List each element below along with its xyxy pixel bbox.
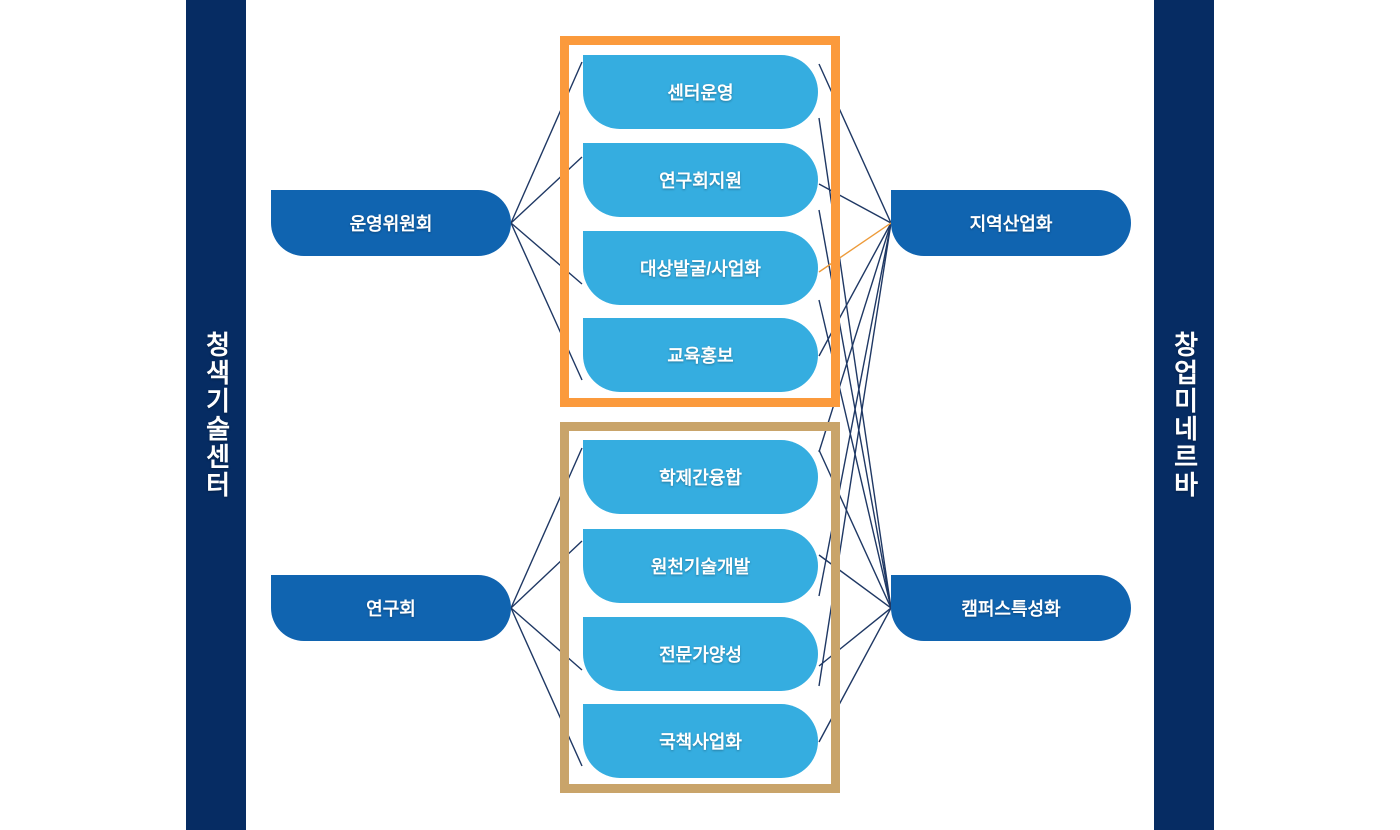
node-research-society-label: 연구회 — [366, 599, 416, 619]
node-campus-specialization[interactable]: 캠퍼스특성화 — [891, 575, 1131, 641]
node-target-discovery[interactable]: 대상발굴/사업화 — [583, 231, 818, 305]
node-operating-committee[interactable]: 운영위원회 — [271, 190, 511, 256]
group-frame-orange — [560, 36, 840, 407]
node-national-project-label: 국책사업화 — [659, 732, 742, 752]
side-bar-left: 청색기술센터 — [186, 0, 246, 830]
node-operating-committee-label: 운영위원회 — [349, 214, 433, 234]
node-regional-industry[interactable]: 지역산업화 — [891, 190, 1131, 256]
node-expert-training[interactable]: 전문가양성 — [583, 617, 818, 691]
node-society-support[interactable]: 연구회지원 — [583, 143, 818, 217]
group-frame-tan — [560, 422, 840, 793]
node-education-pr[interactable]: 교육홍보 — [583, 318, 818, 392]
side-bar-right-label: 창업미네르바 — [1169, 331, 1200, 499]
node-center-operation[interactable]: 센터운영 — [583, 55, 818, 129]
node-core-tech-rnd[interactable]: 원천기술개발 — [583, 529, 818, 603]
node-campus-specialization-label: 캠퍼스특성화 — [961, 599, 1061, 619]
node-interdisciplinary[interactable]: 학제간융합 — [583, 440, 818, 514]
node-center-operation-label: 센터운영 — [667, 83, 734, 103]
node-research-society[interactable]: 연구회 — [271, 575, 511, 641]
node-regional-industry-label: 지역산업화 — [969, 214, 1053, 234]
node-interdisciplinary-label: 학제간융합 — [659, 468, 742, 488]
node-core-tech-rnd-label: 원천기술개발 — [650, 557, 751, 577]
node-national-project[interactable]: 국책사업화 — [583, 704, 818, 778]
node-expert-training-label: 전문가양성 — [659, 645, 742, 665]
node-target-discovery-label: 대상발굴/사업화 — [640, 259, 761, 279]
side-bar-left-label: 청색기술센터 — [201, 331, 232, 499]
node-education-pr-label: 교육홍보 — [667, 346, 734, 366]
side-bar-right: 창업미네르바 — [1154, 0, 1214, 830]
node-society-support-label: 연구회지원 — [659, 171, 742, 191]
